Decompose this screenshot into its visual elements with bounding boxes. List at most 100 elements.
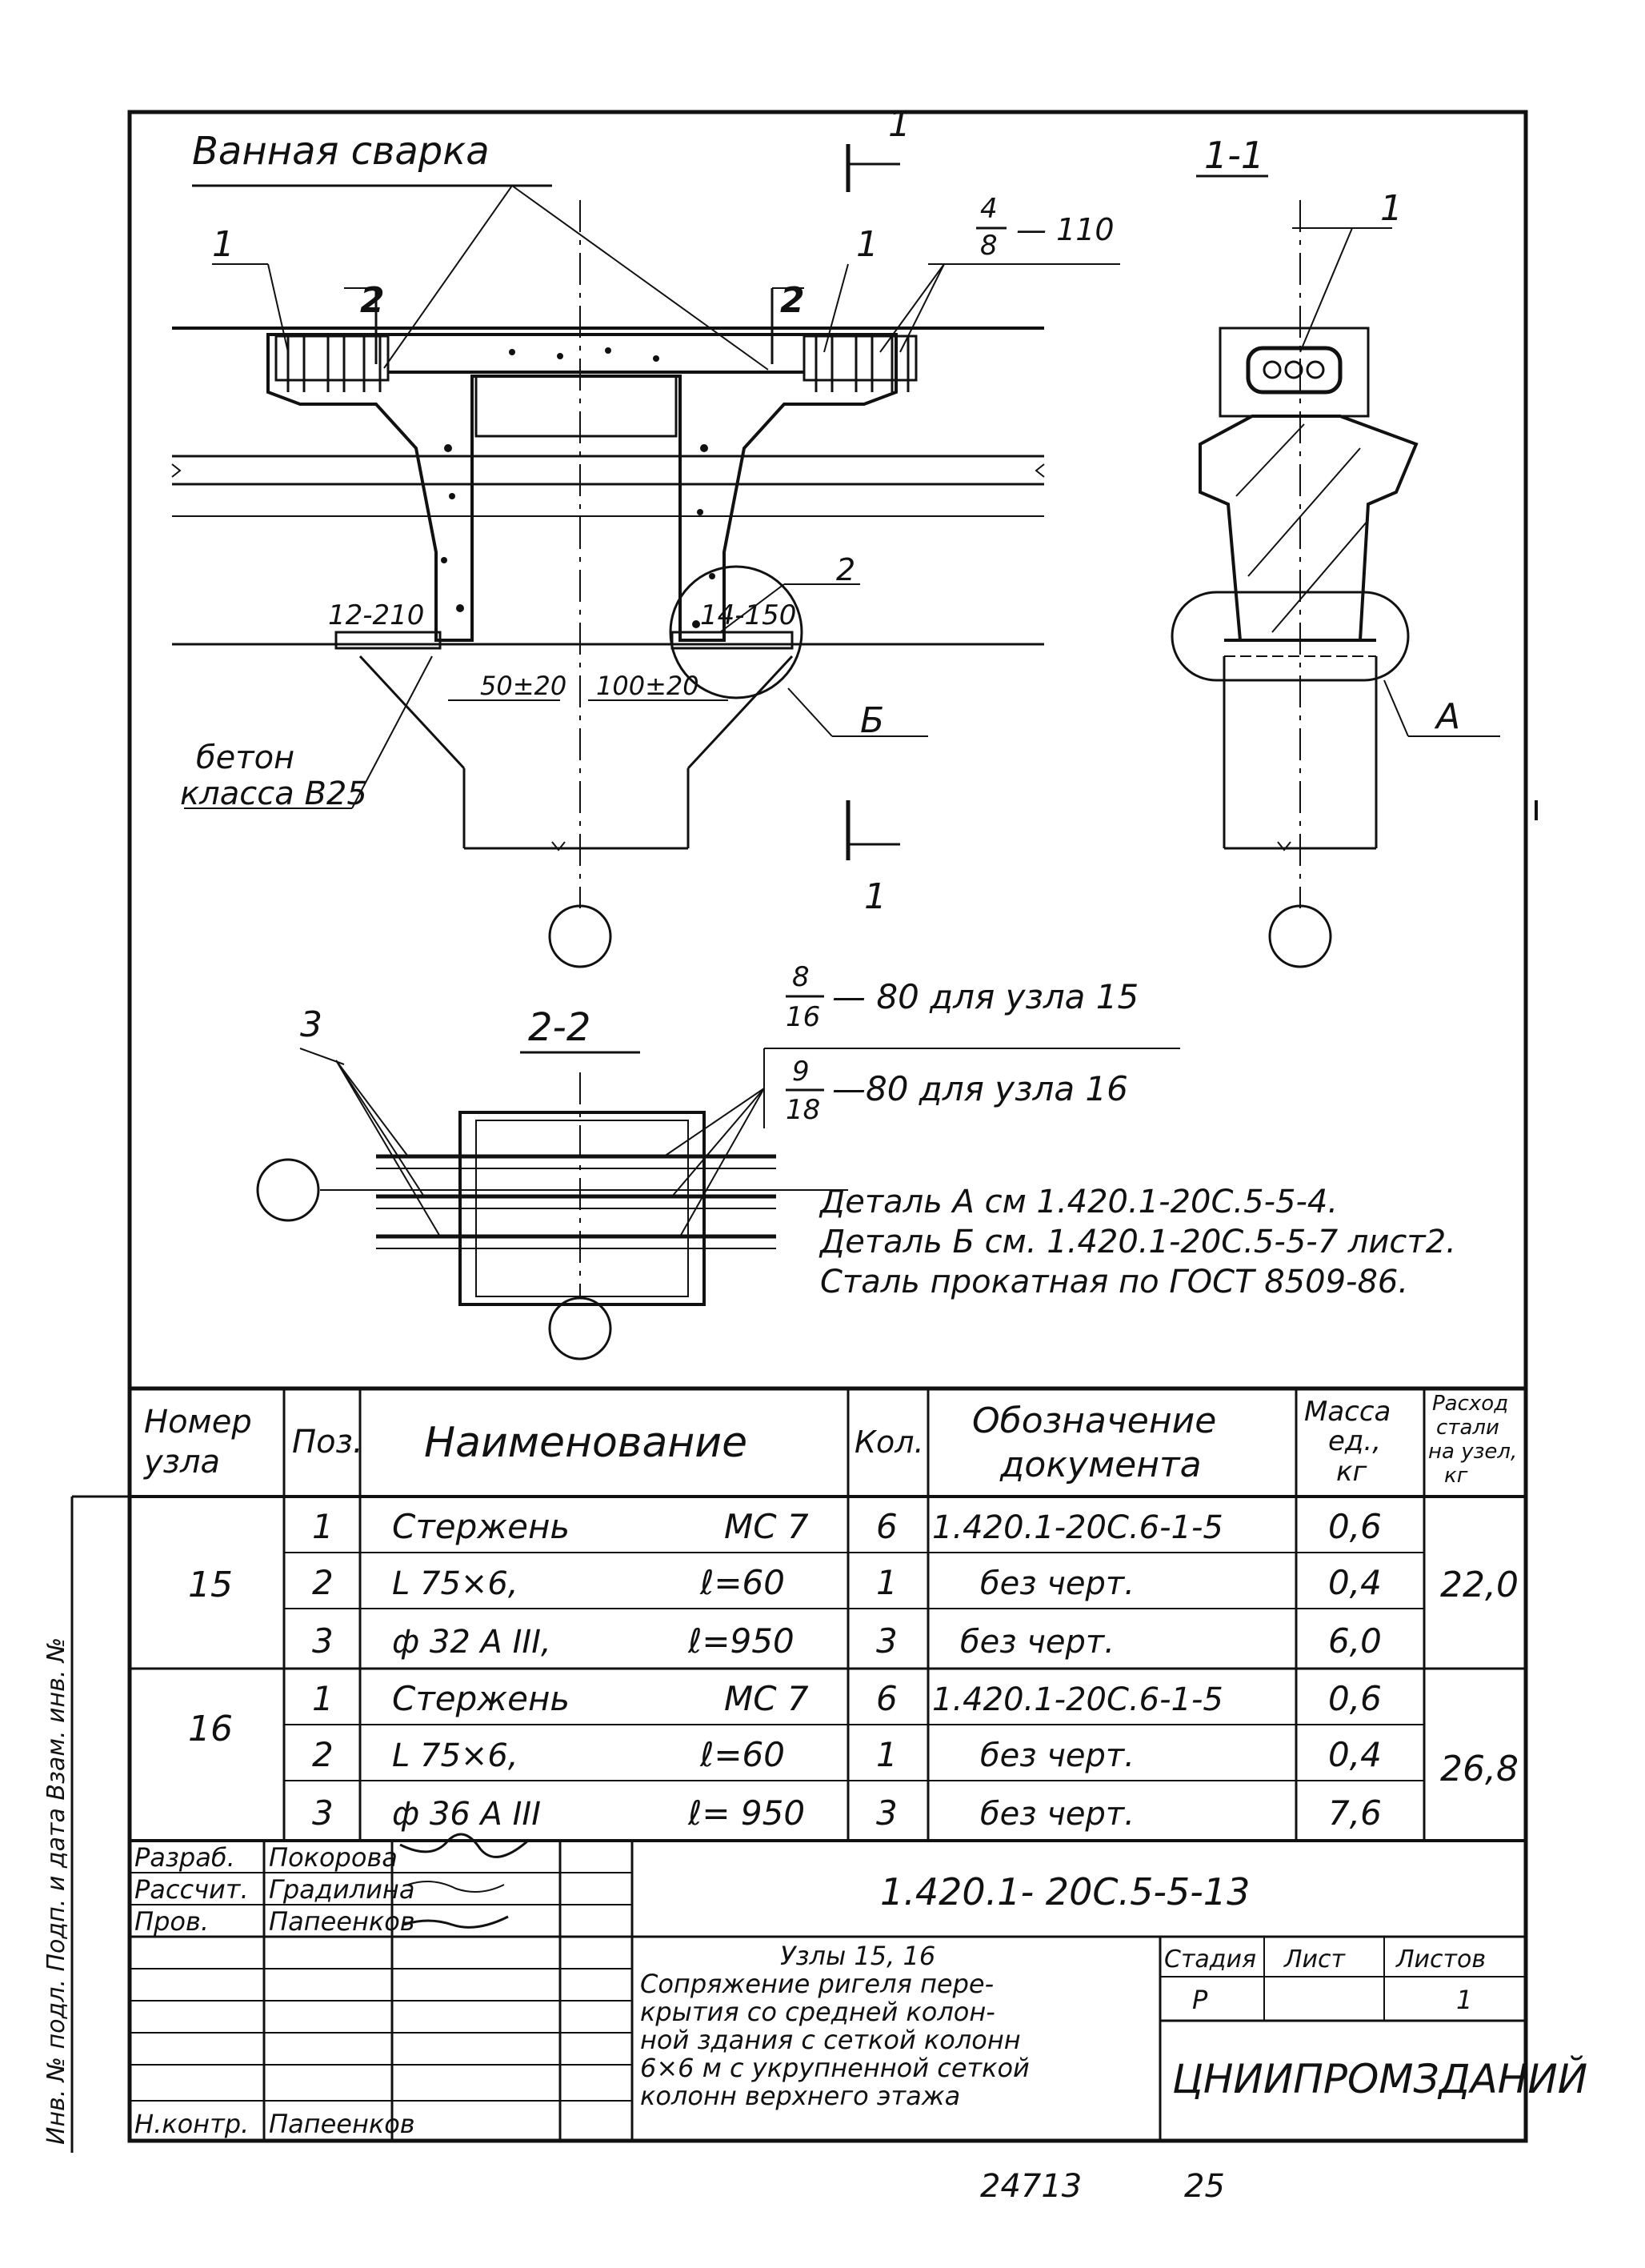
svg-text:ф 36 А ІІІ: ф 36 А ІІІ <box>392 1796 541 1833</box>
hdr-qty: Кол. <box>855 1425 924 1460</box>
node16-num: 9 <box>792 1056 810 1088</box>
section-1-1-title: 1-1 <box>1204 134 1264 177</box>
note-2: Деталь Б см. 1.420.1-20С.5-5-7 лист2. <box>818 1224 1456 1260</box>
pos-2-right: 2 <box>780 280 805 321</box>
role-8: Н.контр. <box>134 2109 249 2139</box>
svg-text:0,4: 0,4 <box>1328 1563 1382 1602</box>
table-row: 2 L 75×6, ℓ=60 1 без черт. 0,4 <box>312 1563 1382 1602</box>
svg-text:3: 3 <box>312 1621 334 1661</box>
sheets-value: 1 <box>1456 1985 1472 2015</box>
concrete-line2: класса В25 <box>180 775 367 812</box>
pos-3: 3 <box>300 1004 322 1045</box>
table-row: 1 Стержень МС 7 6 1.420.1-20С.6-1-5 0,6 <box>312 1507 1382 1546</box>
svg-text:ф 32 А ІІІ,: ф 32 А ІІІ, <box>392 1624 551 1661</box>
hdr-node-2: узла <box>143 1444 220 1481</box>
organization: ЦНИИПРОМЗДАНИЙ <box>1172 2055 1587 2102</box>
svg-text:1: 1 <box>876 1563 898 1602</box>
title-line-6: колонн верхнего этажа <box>640 2081 960 2111</box>
stage-value: Р <box>1192 1985 1208 2015</box>
title-line-4: ной здания с сеткой колонн <box>640 2025 1021 2055</box>
detail-a-callout <box>1171 591 1410 682</box>
table-row: 3 ф 32 А ІІІ, ℓ=950 3 без черт. 6,0 <box>312 1621 1382 1661</box>
svg-text:2: 2 <box>312 1735 334 1774</box>
spec-table <box>130 1388 1526 1842</box>
main-elevation <box>171 144 1120 968</box>
hdr-node-1: Номер <box>144 1404 252 1441</box>
svg-text:1: 1 <box>876 1735 898 1774</box>
axis-bubble <box>548 904 612 968</box>
table-row: 3 ф 36 А ІІІ ℓ= 950 3 без черт. 7,6 <box>312 1793 1382 1833</box>
node15-num: 8 <box>792 961 810 993</box>
node15-text: — 80 для узла 15 <box>832 977 1139 1016</box>
name-8: Папеенков <box>269 2109 415 2139</box>
svg-text:МС 7: МС 7 <box>724 1507 809 1546</box>
bath-weld-label: Ванная сварка <box>192 129 490 174</box>
stage-header: Стадия <box>1164 1945 1256 1973</box>
svg-text:6: 6 <box>876 1679 898 1718</box>
node16-den: 18 <box>786 1094 820 1126</box>
svg-text:3: 3 <box>876 1621 898 1661</box>
svg-text:1.420.1-20С.6-1-5: 1.420.1-20С.6-1-5 <box>932 1681 1223 1718</box>
svg-text:0,4: 0,4 <box>1328 1735 1382 1774</box>
role-3: Пров. <box>134 1906 209 1937</box>
svg-text:ℓ=60: ℓ=60 <box>699 1735 785 1774</box>
svg-text:1.420.1-20С.6-1-5: 1.420.1-20С.6-1-5 <box>932 1509 1223 1546</box>
sheets-header: Листов <box>1395 1945 1486 1973</box>
title-block <box>130 1833 1526 2141</box>
sheet-header: Лист <box>1283 1945 1347 1973</box>
hdr-doc-2: документа <box>999 1445 1202 1485</box>
hdr-mass-1: Масса <box>1304 1396 1391 1428</box>
svg-text:7,6: 7,6 <box>1328 1793 1382 1833</box>
total-16: 26,8 <box>1440 1749 1519 1789</box>
svg-text:1: 1 <box>312 1679 334 1718</box>
table-row: 2 L 75×6, ℓ=60 1 без черт. 0,4 <box>312 1735 1382 1774</box>
hdr-mass-2: ед., <box>1328 1425 1381 1457</box>
role-2: Рассчит. <box>134 1874 249 1905</box>
role-1: Разраб. <box>134 1842 235 1873</box>
hdr-total-3: на узел, <box>1428 1440 1517 1464</box>
section-1-1 <box>1171 174 1500 968</box>
svg-text:ℓ=950: ℓ=950 <box>687 1621 794 1661</box>
dim-100: 100±20 <box>596 671 699 701</box>
total-15: 22,0 <box>1440 1565 1519 1605</box>
detail-b-callout <box>669 565 803 699</box>
rebar-spec-pitch: — 110 <box>1016 212 1115 247</box>
section-2-2-title: 2-2 <box>528 1005 590 1050</box>
hdr-total-1: Расход <box>1432 1392 1508 1416</box>
page-number: 25 <box>1184 2168 1225 2205</box>
svg-text:6: 6 <box>876 1507 898 1546</box>
hdr-doc-1: Обозначение <box>972 1400 1216 1441</box>
hdr-mass-3: кг <box>1336 1456 1368 1488</box>
dim-50: 50±20 <box>480 671 566 701</box>
hdr-total-2: стали <box>1436 1416 1499 1440</box>
svg-text:без черт.: без черт. <box>980 1796 1135 1833</box>
name-2: Градилина <box>269 1874 414 1905</box>
title-line-2: Сопряжение ригеля пере- <box>640 1969 994 1999</box>
svg-text:L 75×6,: L 75×6, <box>392 1565 518 1602</box>
node16-text: —80 для узла 16 <box>832 1069 1128 1108</box>
title-line-1: Узлы 15, 16 <box>780 1941 935 1971</box>
svg-text:6,0: 6,0 <box>1328 1621 1382 1661</box>
pos-1-left: 1 <box>212 224 234 265</box>
svg-text:Стержень: Стержень <box>392 1679 570 1718</box>
svg-text:L 75×6,: L 75×6, <box>392 1737 518 1774</box>
pos-1-right: 1 <box>856 224 879 265</box>
name-1: Покорова <box>269 1842 398 1873</box>
svg-text:0,6: 0,6 <box>1328 1507 1382 1546</box>
svg-text:без черт.: без черт. <box>960 1624 1115 1661</box>
node-15: 15 <box>188 1565 233 1605</box>
node15-den: 16 <box>786 1001 820 1033</box>
table-row: 1 Стержень МС 7 6 1.420.1-20С.6-1-5 0,6 <box>312 1679 1382 1718</box>
section-mark-top: 1 <box>888 104 911 145</box>
svg-text:3: 3 <box>312 1793 334 1833</box>
detail-b-label: Б <box>860 700 884 741</box>
hdr-pos: Поз. <box>292 1424 363 1461</box>
title-line-5: 6×6 м с укрупненной сеткой <box>640 2053 1030 2083</box>
weld-14-150: 14-150 <box>700 599 796 631</box>
section-mark-bottom: 1 <box>864 876 887 917</box>
hdr-total-4: кг <box>1444 1464 1468 1488</box>
rebar-spec-den: 8 <box>980 230 998 262</box>
title-line-3: крытия со средней колон- <box>640 1997 995 2027</box>
pos-2-detail: 2 <box>836 552 855 587</box>
name-3: Папеенков <box>269 1906 415 1937</box>
